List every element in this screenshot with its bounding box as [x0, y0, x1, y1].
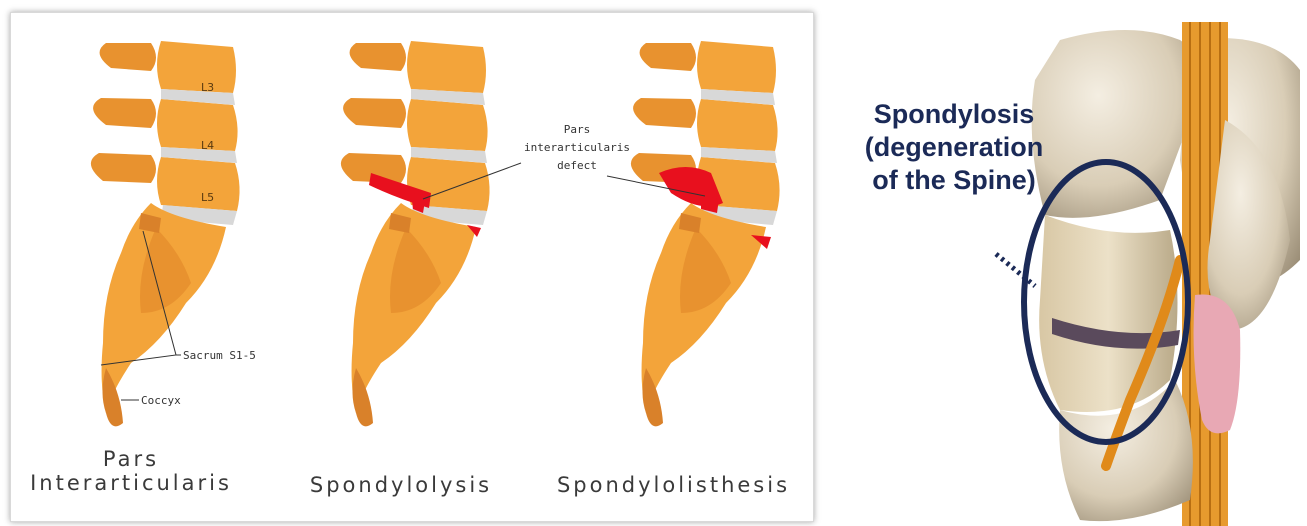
normal-spine-figure: L3 L4 L5 Sacrum S1-5 Coccyx: [91, 41, 256, 426]
caption-pars-line1: Pars: [21, 447, 241, 471]
sacrum-callout: Sacrum S1-5: [183, 349, 256, 362]
spine-illustrations: L3 L4 L5 Sacrum S1-5 Coccyx Pars interar…: [11, 13, 813, 521]
caption-pars-interarticularis: Pars Interarticularis: [21, 447, 241, 495]
coccyx-callout: Coccyx: [141, 394, 181, 407]
title-line3: of the Spine): [854, 164, 1054, 197]
spondylolisthesis-figure: [607, 41, 780, 426]
title-line2: (degeneration: [854, 131, 1054, 164]
caption-spondylolisthesis: Spondylolisthesis: [541, 473, 806, 497]
vertebra-label-l4: L4: [201, 139, 214, 152]
pars-defect-callout-line3: defect: [557, 159, 597, 172]
spondylosis-title: Spondylosis (degeneration of the Spine): [854, 98, 1054, 197]
pars-defect-callout-line1: Pars: [564, 123, 591, 136]
spondylolysis-figure: Pars interarticularis defect: [341, 41, 630, 426]
vertebra-label-l3: L3: [201, 81, 214, 94]
pars-defect-callout-line2: interarticularis: [524, 141, 630, 154]
title-line1: Spondylosis: [854, 98, 1054, 131]
spondylosis-illustration: [830, 0, 1307, 526]
vertebra-label-l5: L5: [201, 191, 214, 204]
spine-comparison-panel: L3 L4 L5 Sacrum S1-5 Coccyx Pars interar…: [10, 12, 814, 522]
vertebra-render: [830, 0, 1307, 526]
caption-spondylolysis: Spondylolysis: [296, 473, 506, 497]
caption-pars-line2: Interarticularis: [21, 471, 241, 495]
